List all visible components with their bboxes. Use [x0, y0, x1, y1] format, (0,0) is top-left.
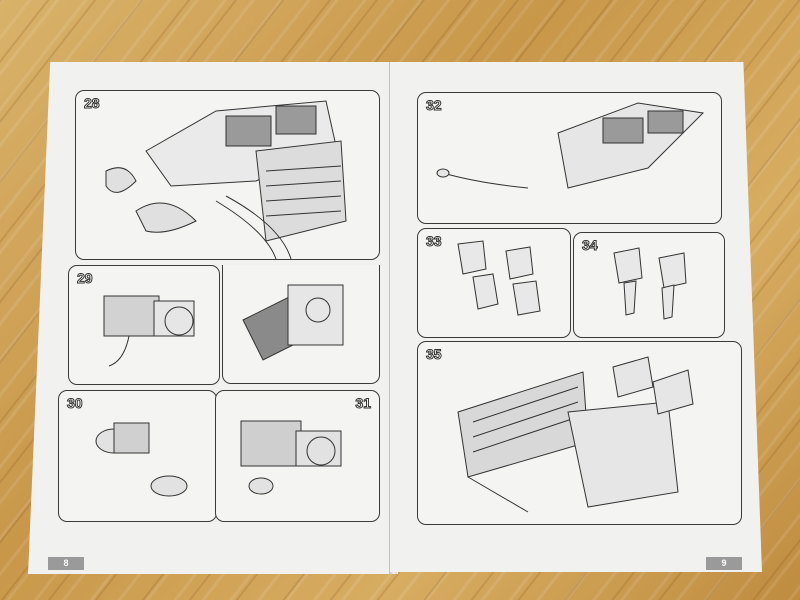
step-number: 33: [426, 233, 443, 250]
chassis-drawing: [436, 102, 705, 189]
step-panel-31: 31: [215, 390, 380, 522]
page-number-right: 9: [706, 557, 742, 570]
seat-parts-drawing: [457, 240, 541, 316]
engine-drawing: [103, 295, 195, 367]
engine-assembly-drawing: [240, 420, 342, 495]
step-number: 30: [67, 395, 84, 412]
step-number: 35: [426, 346, 443, 363]
part-drawing: [95, 422, 188, 497]
page-number-left: 8: [48, 557, 84, 570]
step-panel-32: 32: [417, 92, 722, 224]
step-panel-28: 28: [75, 90, 380, 260]
step-panel-28-detail: [222, 265, 380, 384]
step-panel-30: 30: [58, 390, 217, 522]
cab-assembly-drawing: [457, 356, 694, 513]
radiator-drawing: [242, 284, 344, 361]
step-number: 31: [355, 395, 372, 412]
step-number: 29: [77, 270, 94, 287]
step-number: 32: [426, 97, 443, 114]
step-panel-34: 34: [573, 232, 725, 338]
step-number: 34: [582, 237, 599, 254]
step-panel-29: 29: [68, 265, 220, 385]
step-panel-35: 35: [417, 341, 742, 525]
seat-assembly-drawing: [613, 247, 687, 320]
step-panel-33: 33: [417, 228, 571, 338]
assembly-drawing: [105, 100, 347, 259]
step-number: 28: [84, 95, 101, 112]
